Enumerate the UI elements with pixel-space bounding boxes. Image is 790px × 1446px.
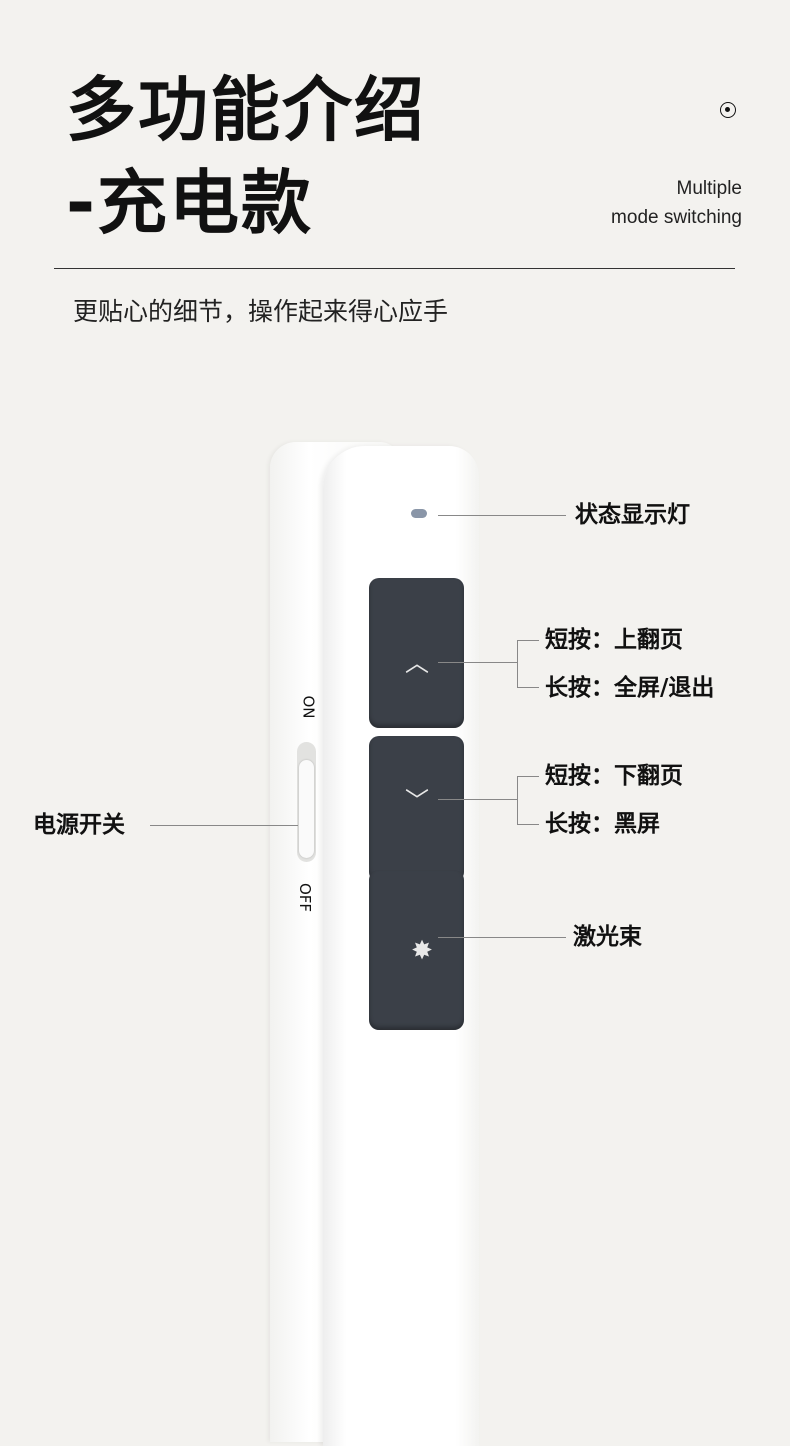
laser-button[interactable]: ✸ — [369, 870, 464, 1030]
status-led — [411, 509, 427, 518]
bracket-tick — [517, 824, 539, 825]
bracket — [517, 776, 518, 824]
divider — [54, 268, 735, 269]
label-down-long: 长按：黑屏 — [545, 811, 660, 837]
bracket — [517, 640, 518, 687]
page-down-button[interactable]: ﹀ — [369, 736, 464, 882]
target-icon — [720, 102, 736, 118]
page-title-sub: -充电款 — [66, 162, 314, 244]
english-caption-1: Multiple — [676, 178, 742, 199]
label-up-long: 长按：全屏/退出 — [545, 675, 715, 701]
english-caption-2: mode switching — [611, 207, 742, 228]
leader-line — [150, 825, 298, 826]
bracket-tick — [517, 776, 539, 777]
chevron-down-icon: ﹀ — [405, 787, 429, 815]
switch-on-label: ON — [299, 695, 318, 719]
subtitle: 更贴心的细节，操作起来得心应手 — [73, 297, 449, 326]
page-title: 多功能介绍 — [66, 69, 426, 151]
leader-line — [438, 937, 566, 938]
starburst-icon: ✸ — [411, 936, 433, 966]
bracket-tick — [517, 640, 539, 641]
chevron-up-icon: ︿ — [405, 649, 429, 677]
leader-line — [438, 662, 518, 663]
label-power: 电源开关 — [33, 812, 125, 838]
bracket-tick — [517, 687, 539, 688]
label-up-short: 短按：上翻页 — [545, 627, 683, 653]
page-up-button[interactable]: ︿ — [369, 578, 464, 728]
switch-off-label: OFF — [296, 883, 314, 913]
label-laser: 激光束 — [573, 924, 642, 950]
leader-line — [438, 515, 566, 516]
leader-line — [438, 799, 518, 800]
label-status-light: 状态显示灯 — [575, 502, 690, 528]
label-down-short: 短按：下翻页 — [545, 763, 683, 789]
power-switch[interactable] — [297, 742, 316, 862]
